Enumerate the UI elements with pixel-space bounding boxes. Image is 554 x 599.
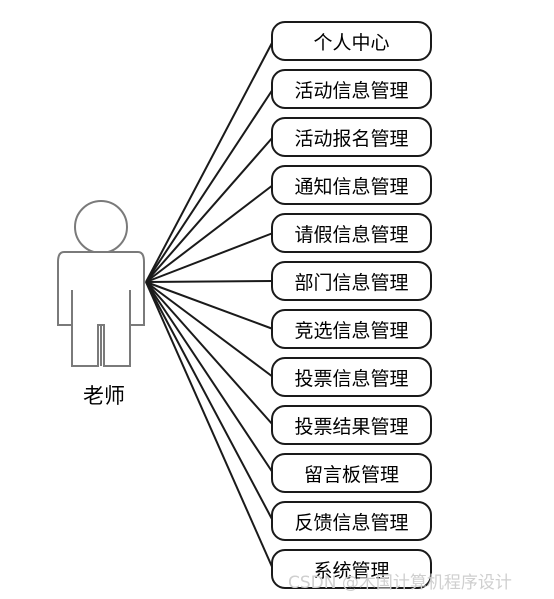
association-line <box>145 280 274 283</box>
association-line <box>145 281 274 330</box>
association-line <box>145 40 274 283</box>
use-case-node: 留言板管理 <box>271 453 432 493</box>
use-case-node: 活动信息管理 <box>271 69 432 109</box>
watermark-text: CSDN @木国计算机程序设计 <box>288 573 512 593</box>
association-line <box>145 232 274 283</box>
association-line <box>145 281 274 474</box>
association-line <box>145 281 274 426</box>
use-case-node: 反馈信息管理 <box>271 501 432 541</box>
actor-head <box>74 200 128 254</box>
association-line <box>145 281 274 570</box>
use-case-node: 系统管理 <box>271 549 432 589</box>
use-case-node: 活动报名管理 <box>271 117 432 157</box>
association-line <box>145 88 274 283</box>
use-case-node: 请假信息管理 <box>271 213 432 253</box>
actor-body <box>57 251 145 367</box>
association-line <box>145 281 274 522</box>
use-case-node: 投票信息管理 <box>271 357 432 397</box>
use-case-node: 竞选信息管理 <box>271 309 432 349</box>
association-line <box>145 136 274 283</box>
actor-label: 老师 <box>83 384 125 408</box>
use-case-node: 通知信息管理 <box>271 165 432 205</box>
association-line <box>145 281 274 378</box>
actor-figure <box>57 200 145 367</box>
use-case-node: 投票结果管理 <box>271 405 432 445</box>
use-case-node: 部门信息管理 <box>271 261 432 301</box>
association-line <box>145 184 274 283</box>
association-lines <box>145 40 274 570</box>
use-case-node: 个人中心 <box>271 21 432 61</box>
